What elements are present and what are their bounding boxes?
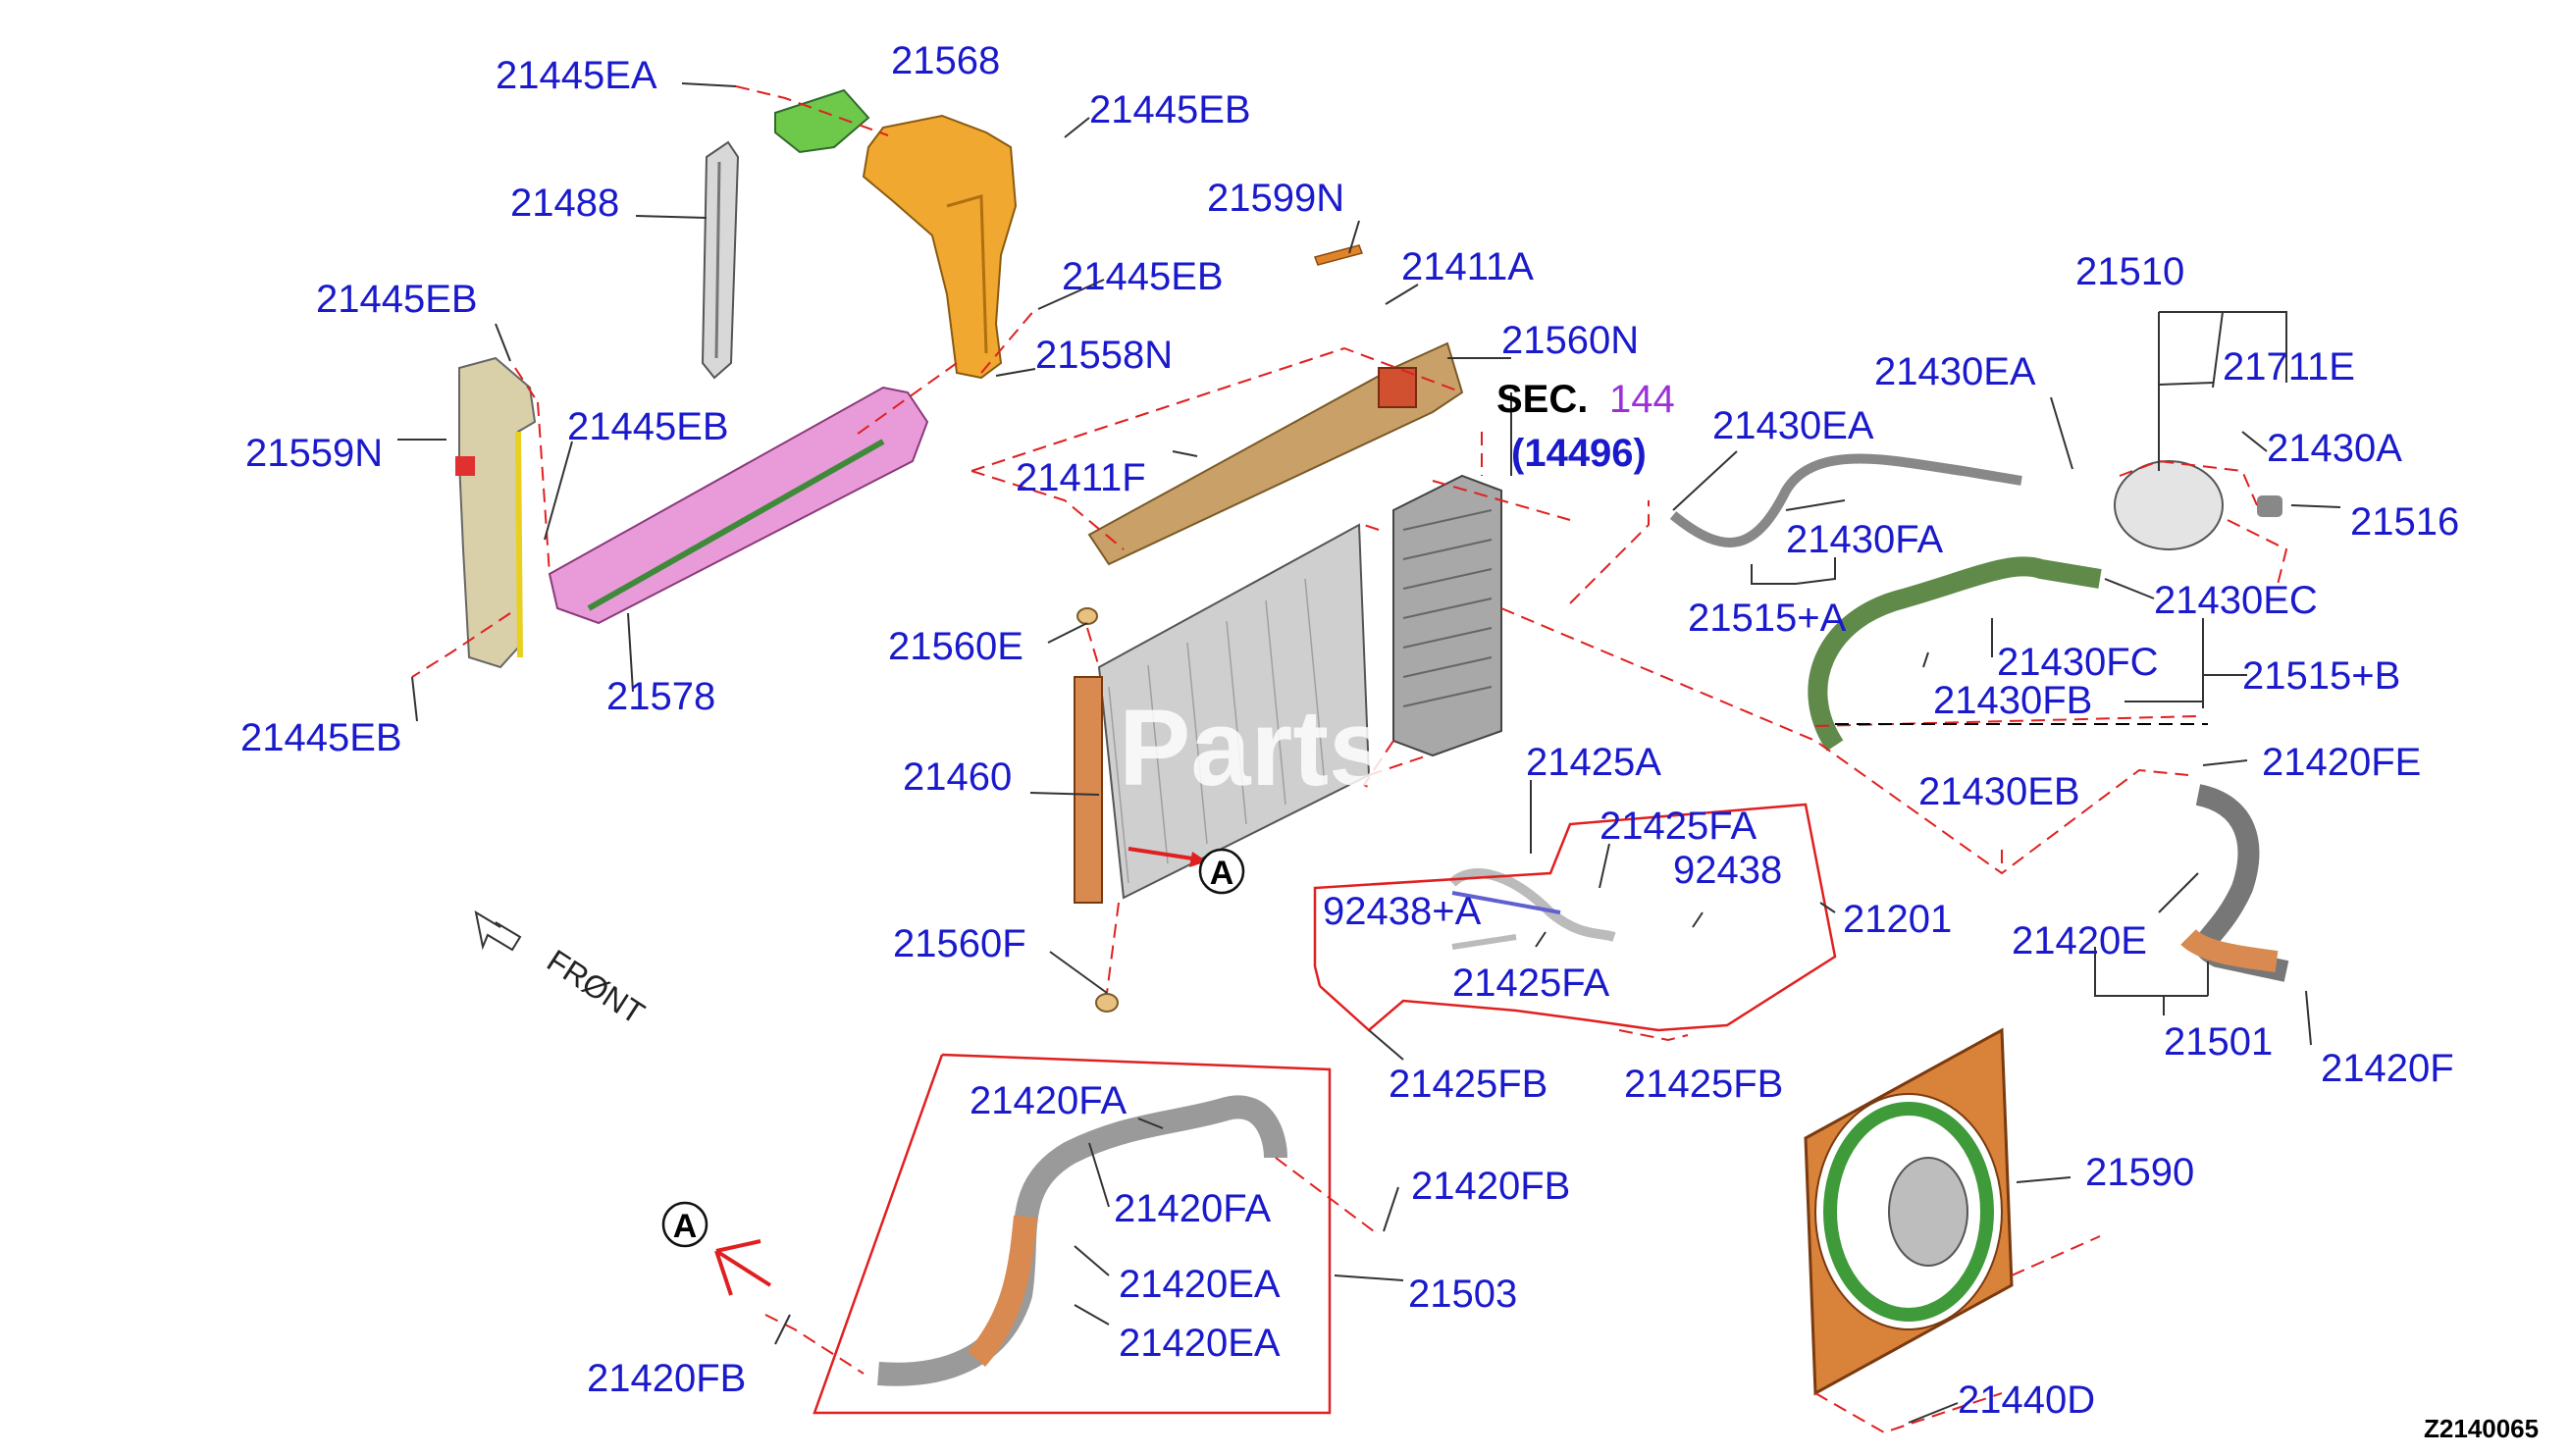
label-21560N[interactable]: 21560N — [1501, 319, 1639, 362]
label-21430FC[interactable]: 21430FC — [1997, 641, 2159, 684]
hose-21501[interactable] — [2180, 784, 2289, 982]
label-21578[interactable]: 21578 — [606, 675, 715, 718]
label-21559N[interactable]: 21559N — [245, 432, 383, 475]
label-21430FB[interactable]: 21430FB — [1933, 679, 2092, 722]
label-21445EB-c[interactable]: 21445EB — [316, 278, 478, 321]
bracket-21488[interactable] — [701, 140, 740, 380]
front-label: FRØNT — [541, 943, 651, 1031]
label-21568[interactable]: 21568 — [891, 39, 1000, 82]
label-21420FE[interactable]: 21420FE — [2262, 741, 2421, 784]
label-21558N[interactable]: 21558N — [1035, 334, 1173, 377]
label-21510[interactable]: 21510 — [2075, 250, 2184, 293]
label-21420EA-b[interactable]: 21420EA — [1119, 1322, 1281, 1365]
label-21420F[interactable]: 21420F — [2321, 1047, 2454, 1090]
watermark: Parts — [1119, 688, 1389, 808]
label-21599N[interactable]: 21599N — [1207, 177, 1344, 220]
group-box-21201 — [1313, 803, 1837, 1032]
label-21425A[interactable]: 21425A — [1526, 741, 1661, 784]
label-21501[interactable]: 21501 — [2164, 1020, 2273, 1064]
label-21430EA-a[interactable]: 21430EA — [1874, 350, 2036, 393]
bushing-21560F[interactable] — [1095, 993, 1119, 1013]
label-21430EC[interactable]: 21430EC — [2154, 579, 2318, 622]
hose-21515B[interactable] — [1808, 556, 2102, 752]
label-21420FA-a[interactable]: 21420FA — [970, 1079, 1127, 1122]
upper-mount-21411A[interactable] — [1087, 341, 1464, 566]
label-21420FB-a[interactable]: 21420FB — [1411, 1165, 1570, 1208]
label-21560F[interactable]: 21560F — [893, 922, 1026, 965]
label-21425FB-b[interactable]: 21425FB — [1624, 1063, 1783, 1106]
label-21430FA[interactable]: 21430FA — [1786, 518, 1943, 561]
label-21201[interactable]: 21201 — [1843, 898, 1952, 941]
leader-lines — [397, 82, 2341, 1424]
callout-a-hose[interactable]: A — [661, 1201, 772, 1296]
label-21425FA-b[interactable]: 21425FA — [1452, 962, 1609, 1005]
callout-a-letter-2: A — [673, 1208, 698, 1245]
hose-21515A[interactable] — [1669, 453, 2022, 547]
label-21430EB[interactable]: 21430EB — [1918, 770, 2080, 813]
label-21560E[interactable]: 21560E — [888, 625, 1023, 668]
label-21445EB-d[interactable]: 21445EB — [567, 405, 729, 448]
air-duct-21578[interactable] — [548, 386, 929, 625]
side-bracket-21559N[interactable] — [455, 356, 537, 669]
label-21430EA-b[interactable]: 21430EA — [1712, 404, 1874, 447]
label-21445EB-a[interactable]: 21445EB — [1089, 88, 1251, 131]
label-21460[interactable]: 21460 — [903, 755, 1012, 799]
label-21503[interactable]: 21503 — [1408, 1273, 1517, 1316]
section-number: 144 — [1609, 378, 1675, 421]
label-21420EA-a[interactable]: 21420EA — [1119, 1263, 1281, 1306]
label-21711E[interactable]: 21711E — [2223, 345, 2355, 389]
label-21420E[interactable]: 21420E — [2012, 919, 2147, 962]
group-box-21503 — [813, 1053, 1332, 1415]
intercooler-sec144[interactable] — [1392, 474, 1502, 757]
diagram-code: Z2140065 — [2424, 1414, 2539, 1443]
callout-a-radiator[interactable]: A — [1128, 847, 1245, 895]
part-labels: 21445EA 21568 21445EB 21488 21599N 21445… — [240, 39, 2459, 1422]
bracket-21568[interactable] — [774, 88, 870, 154]
label-21515B[interactable]: 21515+B — [2242, 654, 2400, 698]
assembly-dashed-lines — [411, 85, 2288, 1434]
label-21425FB-a[interactable]: 21425FB — [1389, 1063, 1547, 1106]
label-92438[interactable]: 92438 — [1673, 849, 1782, 892]
label-21445EB-e[interactable]: 21445EB — [240, 716, 402, 759]
label-21430A[interactable]: 21430A — [2267, 427, 2402, 470]
label-21515A[interactable]: 21515+A — [1688, 597, 1847, 640]
label-21425FA-a[interactable]: 21425FA — [1600, 805, 1757, 848]
callout-a-letter-1: A — [1210, 855, 1234, 892]
label-21445EA[interactable]: 21445EA — [496, 54, 657, 97]
section-label: SEC. — [1496, 378, 1588, 421]
label-21445EB-b[interactable]: 21445EB — [1062, 255, 1224, 298]
label-21488[interactable]: 21488 — [510, 182, 619, 225]
seal-21599N[interactable] — [1314, 244, 1363, 266]
fan-shroud-21590[interactable] — [1804, 1027, 2014, 1396]
front-arrow: FRØNT — [474, 910, 651, 1031]
label-21590[interactable]: 21590 — [2085, 1151, 2194, 1194]
label-21440D[interactable]: 21440D — [1958, 1378, 2095, 1422]
bushing-21560E[interactable] — [1076, 607, 1098, 625]
label-21411A[interactable]: 21411A — [1401, 245, 1534, 288]
reservoir-tank-21558N[interactable] — [862, 114, 1018, 380]
label-92438A[interactable]: 92438+A — [1323, 890, 1482, 933]
reservoir-21510[interactable] — [2114, 460, 2282, 550]
hose-21503[interactable] — [877, 1095, 1287, 1386]
hose-21201[interactable] — [1448, 868, 1616, 950]
section-code: (14496) — [1511, 432, 1647, 475]
label-21420FB-b[interactable]: 21420FB — [587, 1357, 746, 1400]
label-21516[interactable]: 21516 — [2350, 500, 2459, 544]
label-21420FA-b[interactable]: 21420FA — [1114, 1187, 1271, 1230]
label-21411F[interactable]: 21411F — [1016, 456, 1146, 499]
